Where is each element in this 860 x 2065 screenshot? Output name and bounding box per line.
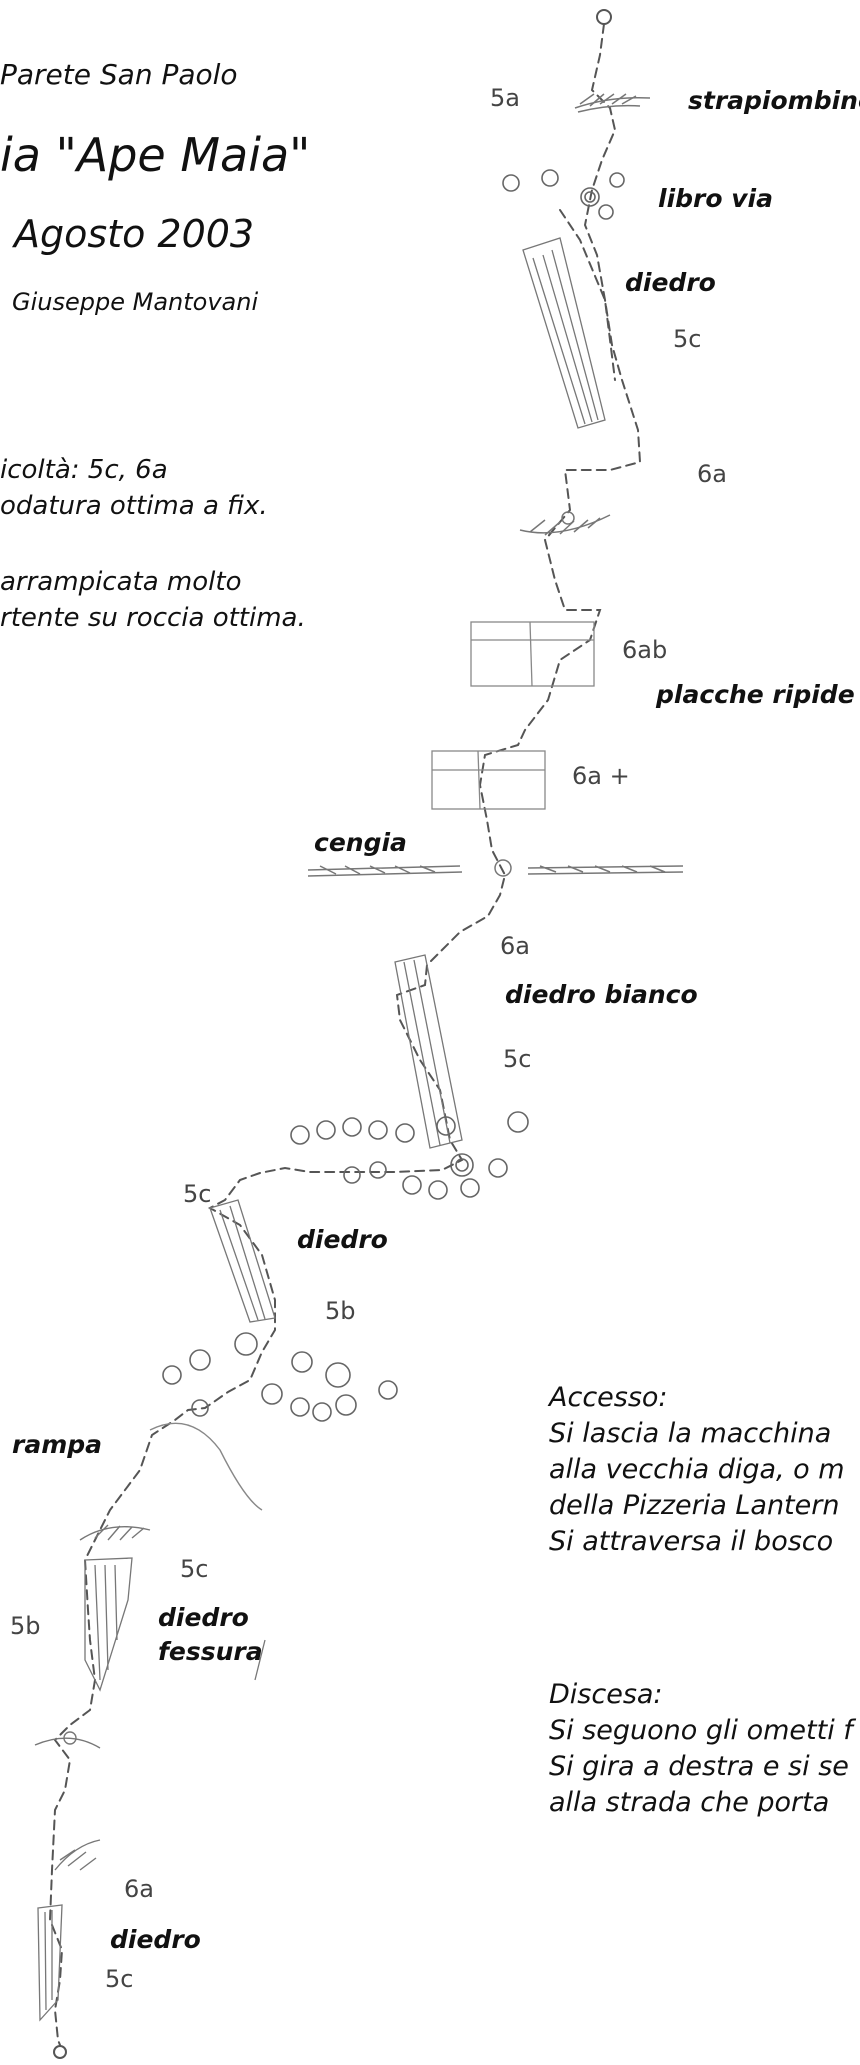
label-diedro-bianco: diedro bianco xyxy=(505,980,698,1009)
descent-line-3: alla strada che porta xyxy=(549,1787,830,1818)
grade-6a-bottom: 6a xyxy=(124,1875,154,1903)
access-line-2: alla vecchia diga, o m xyxy=(549,1454,845,1485)
label-rampa: rampa xyxy=(12,1430,103,1459)
placche-boxes xyxy=(431,621,595,810)
route-date: Agosto 2003 xyxy=(14,212,255,256)
diedro-middle-corner xyxy=(209,1199,276,1323)
info-line-3: arrampicata molto xyxy=(0,567,242,597)
grade-6a-bianco: 6a xyxy=(500,932,530,960)
label-diedro-top: diedro xyxy=(625,268,716,297)
descent-heading: Discesa: xyxy=(549,1679,663,1710)
ledge-lower xyxy=(34,1731,101,1749)
diedro-bianco-corner xyxy=(394,954,463,1149)
diedro-top-corner xyxy=(522,237,606,429)
descent-line-1: Si seguono gli ometti f xyxy=(549,1715,853,1746)
label-strapiombino: strapiombino xyxy=(688,86,860,115)
grade-5c-rampa: 5c xyxy=(180,1555,209,1583)
ledge-6a-bottom xyxy=(54,1839,101,1871)
info-line-4: rtente su roccia ottima. xyxy=(0,603,306,633)
crag-name: Parete San Paolo xyxy=(0,58,238,91)
label-diedro-bottom: diedro xyxy=(110,1925,201,1954)
label-diedro-fessura-2: fessura xyxy=(158,1637,263,1666)
label-diedro-fessura-1: diedro xyxy=(158,1603,249,1632)
tree-band-middle xyxy=(290,1111,529,1200)
route-title: ia "Ape Maia" xyxy=(0,128,311,182)
grade-5c-bianco: 5c xyxy=(503,1045,532,1073)
route-author: Giuseppe Mantovani xyxy=(12,288,259,316)
rampa-edge xyxy=(149,1422,263,1511)
route-line-secondary xyxy=(559,209,616,381)
diedro-bottom-corner xyxy=(37,1904,63,2022)
strapiombino-ledge xyxy=(574,93,651,113)
ledge-6a xyxy=(519,511,611,536)
access-line-3: della Pizzeria Lantern xyxy=(549,1490,840,1521)
libro-via-belay xyxy=(502,169,625,220)
grade-5a-top: 5a xyxy=(490,84,520,112)
top-anchor xyxy=(596,9,612,25)
label-libro-via: libro via xyxy=(658,184,773,213)
grade-5c-bottom: 5c xyxy=(105,1965,134,1993)
access-heading: Accesso: xyxy=(549,1382,668,1413)
grade-5b-fessura: 5b xyxy=(10,1612,41,1640)
grade-6ab: 6ab xyxy=(622,636,668,664)
access-line-1: Si lascia la macchina xyxy=(549,1418,832,1449)
label-cengia: cengia xyxy=(314,828,407,857)
label-placche-ripide: placche ripide xyxy=(656,680,855,709)
tree-band-lower xyxy=(162,1332,398,1422)
label-diedro-middle: diedro xyxy=(297,1225,388,1254)
grade-6a-plus: 6a + xyxy=(572,762,630,790)
grade-5c-left: 5c xyxy=(183,1180,212,1208)
route-line xyxy=(48,23,642,2046)
descent-line-2: Si gira a destra e si se xyxy=(549,1751,849,1782)
grade-5c-diedro: 5c xyxy=(673,325,702,353)
grade-6a-upper: 6a xyxy=(697,460,727,488)
info-line-2: odatura ottima a fix. xyxy=(0,491,268,521)
access-line-4: Si attraversa il bosco xyxy=(549,1526,834,1557)
cengia-ledge xyxy=(307,859,684,877)
diedro-fessura-corner xyxy=(84,1557,266,1692)
info-line-1: icoltà: 5c, 6a xyxy=(0,455,168,485)
start-anchor xyxy=(53,2045,67,2059)
ledge-5c-rampa xyxy=(79,1524,151,1541)
grade-5b: 5b xyxy=(325,1297,356,1325)
